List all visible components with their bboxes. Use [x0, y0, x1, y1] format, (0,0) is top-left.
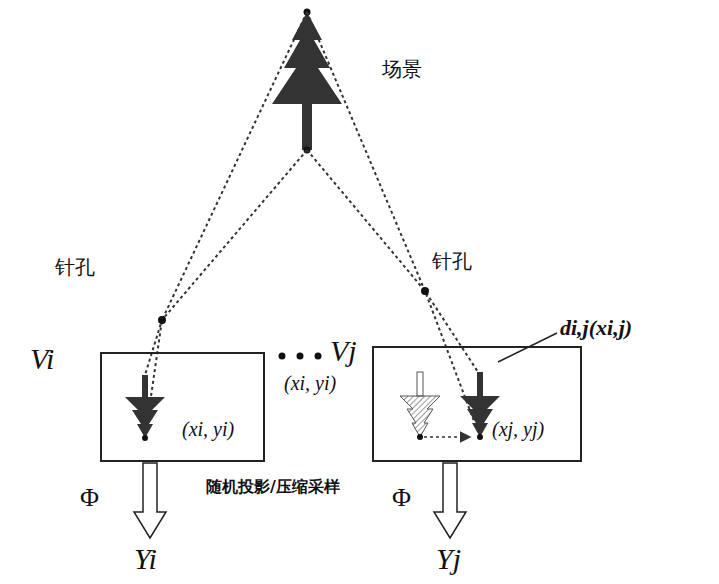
measurement-label: Yj — [436, 542, 461, 575]
shifted-tree — [400, 372, 440, 440]
scene-label: 场景 — [382, 58, 422, 80]
sampling-label: 随机投影/压缩采样 — [206, 478, 340, 496]
sampling-arrow — [434, 463, 466, 538]
pinhole-dot — [158, 316, 166, 324]
coordinate-label: (xi, yi) — [284, 372, 336, 394]
matrix-symbol: Φ — [392, 484, 411, 513]
disparity-arrow — [424, 436, 470, 438]
view-name: Vj — [330, 334, 357, 367]
pinhole-label: 针孔 — [55, 256, 95, 278]
ellipsis-dots — [279, 353, 322, 360]
pinhole-dot — [421, 287, 429, 295]
image-plane-box: Vi(xi, yi) — [100, 352, 265, 462]
coordinate-label: (xi, yi) — [182, 418, 234, 440]
image-tree — [125, 375, 165, 441]
pinhole-label: 针孔 — [432, 250, 472, 272]
view-name: Vi — [30, 342, 54, 375]
matrix-symbol: Φ — [80, 484, 99, 513]
sampling-arrow — [134, 463, 166, 538]
image-plane-box: Vj(xi, yi)(xj, yj) — [372, 346, 582, 462]
scene-tree — [272, 9, 342, 154]
coordinate-label: (xj, yj) — [492, 418, 544, 440]
projection-ray — [145, 12, 480, 438]
disparity-label: di,j(xi,j) — [560, 316, 632, 340]
measurement-label: Yi — [134, 542, 157, 575]
